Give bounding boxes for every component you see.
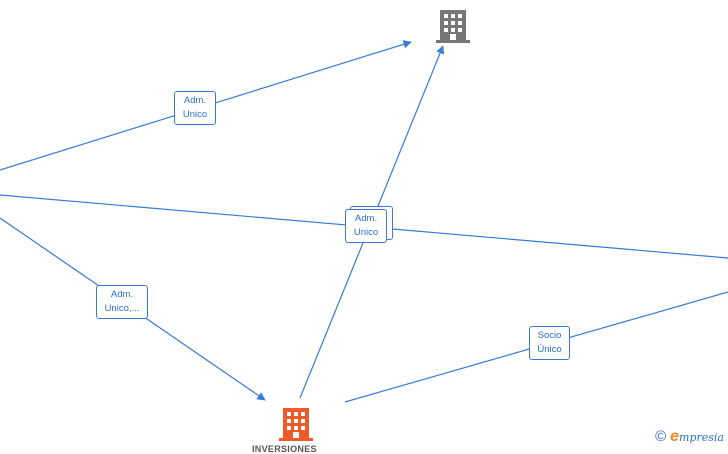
- edge-label-line: Unico: [353, 227, 379, 238]
- edge-label-line: Socio: [537, 330, 562, 341]
- edge-label-adm-unico-etc[interactable]: Adm. Unico,...: [96, 285, 148, 319]
- building-icon-grey: [436, 10, 470, 43]
- building-icon[interactable]: [436, 8, 470, 48]
- edge-label-socio-unico[interactable]: Socio Único: [529, 326, 570, 360]
- edge-label-line: Adm.: [183, 95, 207, 106]
- edge-label-line: Adm.: [354, 213, 378, 224]
- edge-label-line: Adm.: [110, 289, 134, 300]
- building-icon[interactable]: [279, 406, 313, 446]
- brand-name: mpresia: [679, 431, 724, 444]
- copyright-symbol: ©: [655, 428, 667, 445]
- edge-label-adm-unico-2[interactable]: Adm. Unico: [345, 209, 387, 243]
- brand-initial: e: [670, 428, 680, 445]
- company-name[interactable]: INVERSIONES: [252, 444, 317, 454]
- edge-label-adm-unico-1[interactable]: Adm. Unico: [174, 91, 216, 125]
- edge-label-line: Único: [537, 344, 562, 355]
- empresia-watermark: ©empresia: [655, 428, 724, 446]
- building-icon-orange: [279, 408, 313, 441]
- edge-label-line: Unico: [182, 109, 208, 120]
- edge-label-line: Unico,...: [104, 303, 140, 314]
